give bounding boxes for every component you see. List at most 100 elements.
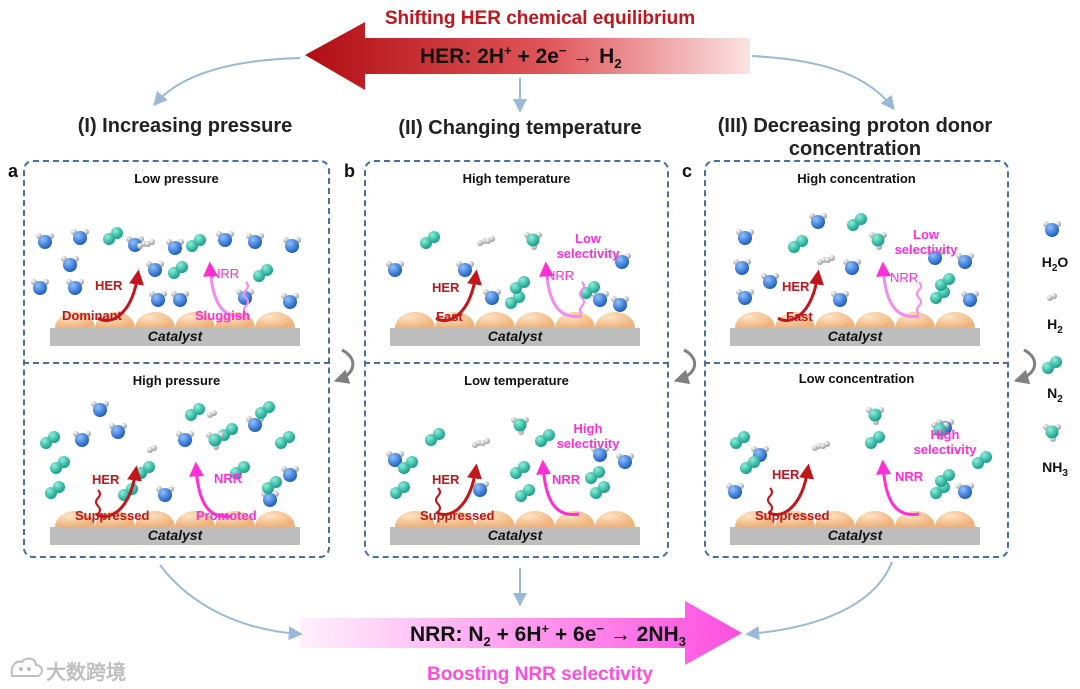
n2-molecule: [730, 431, 750, 449]
panel-b: [364, 160, 669, 558]
n2-molecule: [740, 456, 760, 474]
her-arrow: [97, 269, 144, 323]
her-label-a-bottom: HER: [92, 472, 120, 487]
n2-molecule: [535, 429, 555, 447]
water-molecule: [31, 279, 49, 295]
n2-molecule: [515, 484, 535, 502]
legend-h2o-label: H2O: [1041, 254, 1069, 274]
water-molecule: [73, 431, 91, 447]
nh3-molecule: [866, 407, 884, 425]
n2-molecule: [255, 401, 275, 419]
nh3-molecule: [869, 232, 887, 250]
transition-arrow-a: [333, 348, 355, 384]
nrr-status-c-bottom: High selectivity: [913, 427, 977, 457]
panel-b-divider: [364, 362, 669, 364]
n2-molecule: [50, 456, 70, 474]
subtitle-b-top: High temperature: [462, 171, 571, 186]
nrr-arrow: [189, 461, 233, 519]
water-molecule: [956, 253, 974, 269]
n2-molecule: [585, 466, 605, 484]
nrr-status-b-bottom: High selectivity: [556, 421, 620, 451]
n2-molecule: [253, 264, 273, 282]
n2-molecule: [935, 469, 955, 487]
n2-molecule: [972, 451, 992, 469]
panel-c: [704, 160, 1009, 558]
water-molecule: [149, 291, 167, 307]
catalyst-surface: [50, 312, 300, 346]
water-molecule: [616, 453, 634, 469]
her-status-a-bottom: Suppressed: [75, 508, 150, 523]
water-molecule: [926, 249, 944, 265]
nrr-status-b-top: Low selectivity: [556, 231, 620, 261]
column-title-pressure: (I) Increasing pressure: [77, 115, 293, 137]
water-molecule: [171, 291, 189, 307]
nrr-equation: NRR: N2 + 6H+ + 6e− → 2NH3: [410, 621, 686, 650]
her-label-c-bottom: HER: [772, 467, 800, 482]
connector-top-left: [153, 57, 301, 107]
subtitle-c-bottom: Low concentration: [798, 371, 915, 386]
n2-molecule: [510, 276, 530, 294]
water-molecule: [809, 213, 827, 229]
nrr-label-a-top: NRR: [211, 266, 240, 281]
water-molecule: [109, 423, 127, 439]
n2-molecule: [103, 227, 123, 245]
h2-molecule: [207, 410, 217, 418]
panel-letter-a: a: [8, 161, 19, 181]
legend-nh3-label: NH3: [1042, 459, 1068, 479]
water-molecule: [733, 259, 751, 275]
n2-molecule: [865, 431, 885, 449]
water-molecule: [761, 273, 779, 289]
water-molecule: [281, 466, 299, 482]
water-molecule: [283, 237, 301, 253]
nh3-molecule: [1043, 424, 1061, 442]
panel-letter-c: c: [682, 161, 693, 181]
n2-molecule: [135, 461, 155, 479]
n2-molecule: [185, 403, 205, 421]
n2-molecule: [40, 431, 60, 449]
h2-molecule: [145, 239, 155, 247]
water-molecule: [246, 233, 264, 249]
column-title-concentration: (III) Decreasing proton donor concentrat…: [717, 115, 993, 160]
transition-arrow-b: [673, 348, 696, 385]
nrr-label-c-top: NRR: [890, 270, 919, 285]
water-molecule: [66, 279, 84, 295]
n2-molecule: [420, 231, 440, 249]
catalyst-label-b-top: Catalyst: [487, 328, 543, 344]
water-molecule: [146, 261, 164, 277]
water-molecule: [386, 261, 404, 277]
water-molecule: [591, 446, 609, 462]
nrr-arrow: [536, 459, 580, 517]
water-molecule: [386, 451, 404, 467]
nrr-arrow: [539, 261, 585, 319]
nh3-molecule: [931, 422, 949, 440]
water-molecule: [166, 239, 184, 255]
nrr-status-a-top: Sluggish: [195, 308, 250, 323]
her-label-b-top: HER: [432, 280, 460, 295]
water-molecule: [1043, 221, 1061, 237]
catalyst-surface: [730, 312, 980, 346]
her-arrow: [767, 463, 814, 517]
n2-molecule: [45, 481, 65, 499]
nrr-big-arrow: [300, 601, 742, 665]
her-status-b-top: Fast: [436, 309, 463, 324]
n2-molecule: [398, 456, 418, 474]
subtitle-b-bottom: Low temperature: [464, 373, 569, 388]
n2-molecule: [788, 235, 808, 253]
panel-a-divider: [23, 362, 330, 364]
n2-molecule: [590, 481, 610, 499]
h2-molecule: [820, 441, 830, 449]
nrr-label-b-top: NRR: [546, 268, 575, 283]
catalyst-surface: [50, 511, 300, 545]
water-molecule: [591, 291, 609, 307]
water-molecule: [831, 291, 849, 307]
nh3-molecule: [206, 432, 224, 450]
water-molecule: [36, 233, 54, 249]
panel-c-divider: [704, 362, 1009, 364]
n2-molecule: [935, 273, 955, 291]
catalyst-label-a-bottom: Catalyst: [147, 527, 203, 543]
catalyst-label-c-top: Catalyst: [827, 328, 883, 344]
her-label-a-top: HER: [95, 278, 123, 293]
water-molecule: [483, 289, 501, 305]
water-molecule: [61, 256, 79, 272]
